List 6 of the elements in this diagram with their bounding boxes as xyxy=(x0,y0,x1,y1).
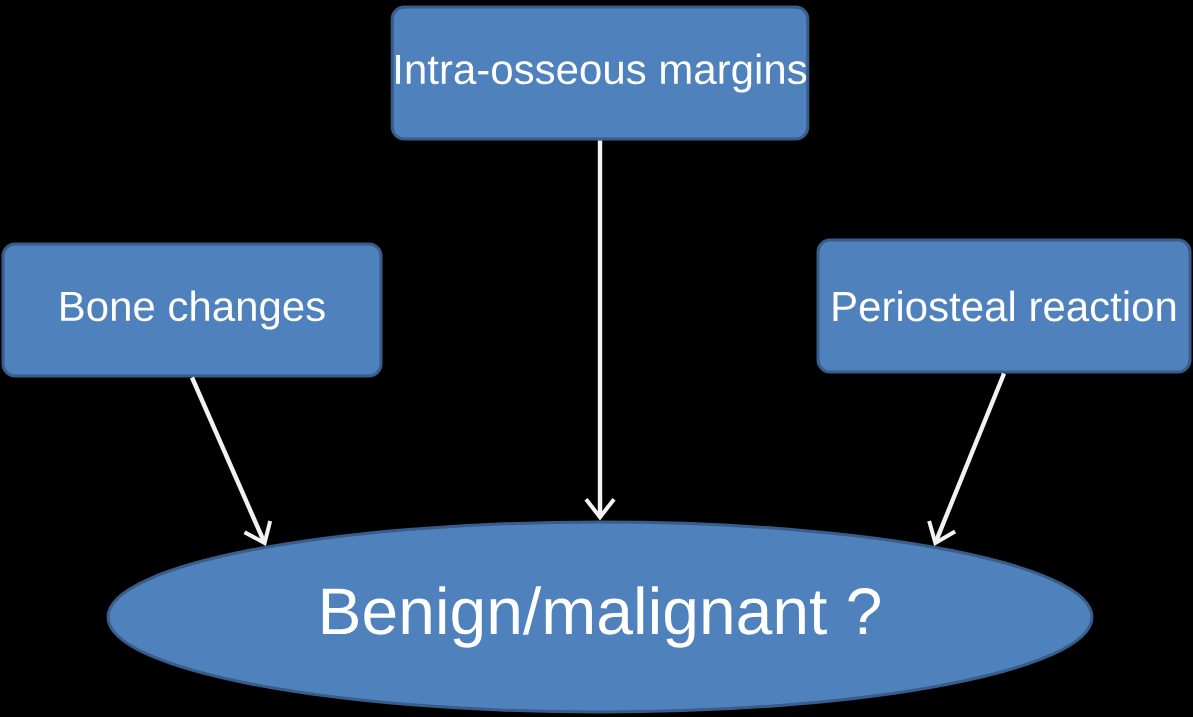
arrow xyxy=(190,376,273,546)
arrow xyxy=(927,372,1007,546)
arrow xyxy=(584,140,616,521)
process-box: Intra-osseous margins xyxy=(390,5,810,141)
process-box: Periosteal reaction xyxy=(816,238,1192,374)
process-box: Bone changes xyxy=(1,242,383,378)
